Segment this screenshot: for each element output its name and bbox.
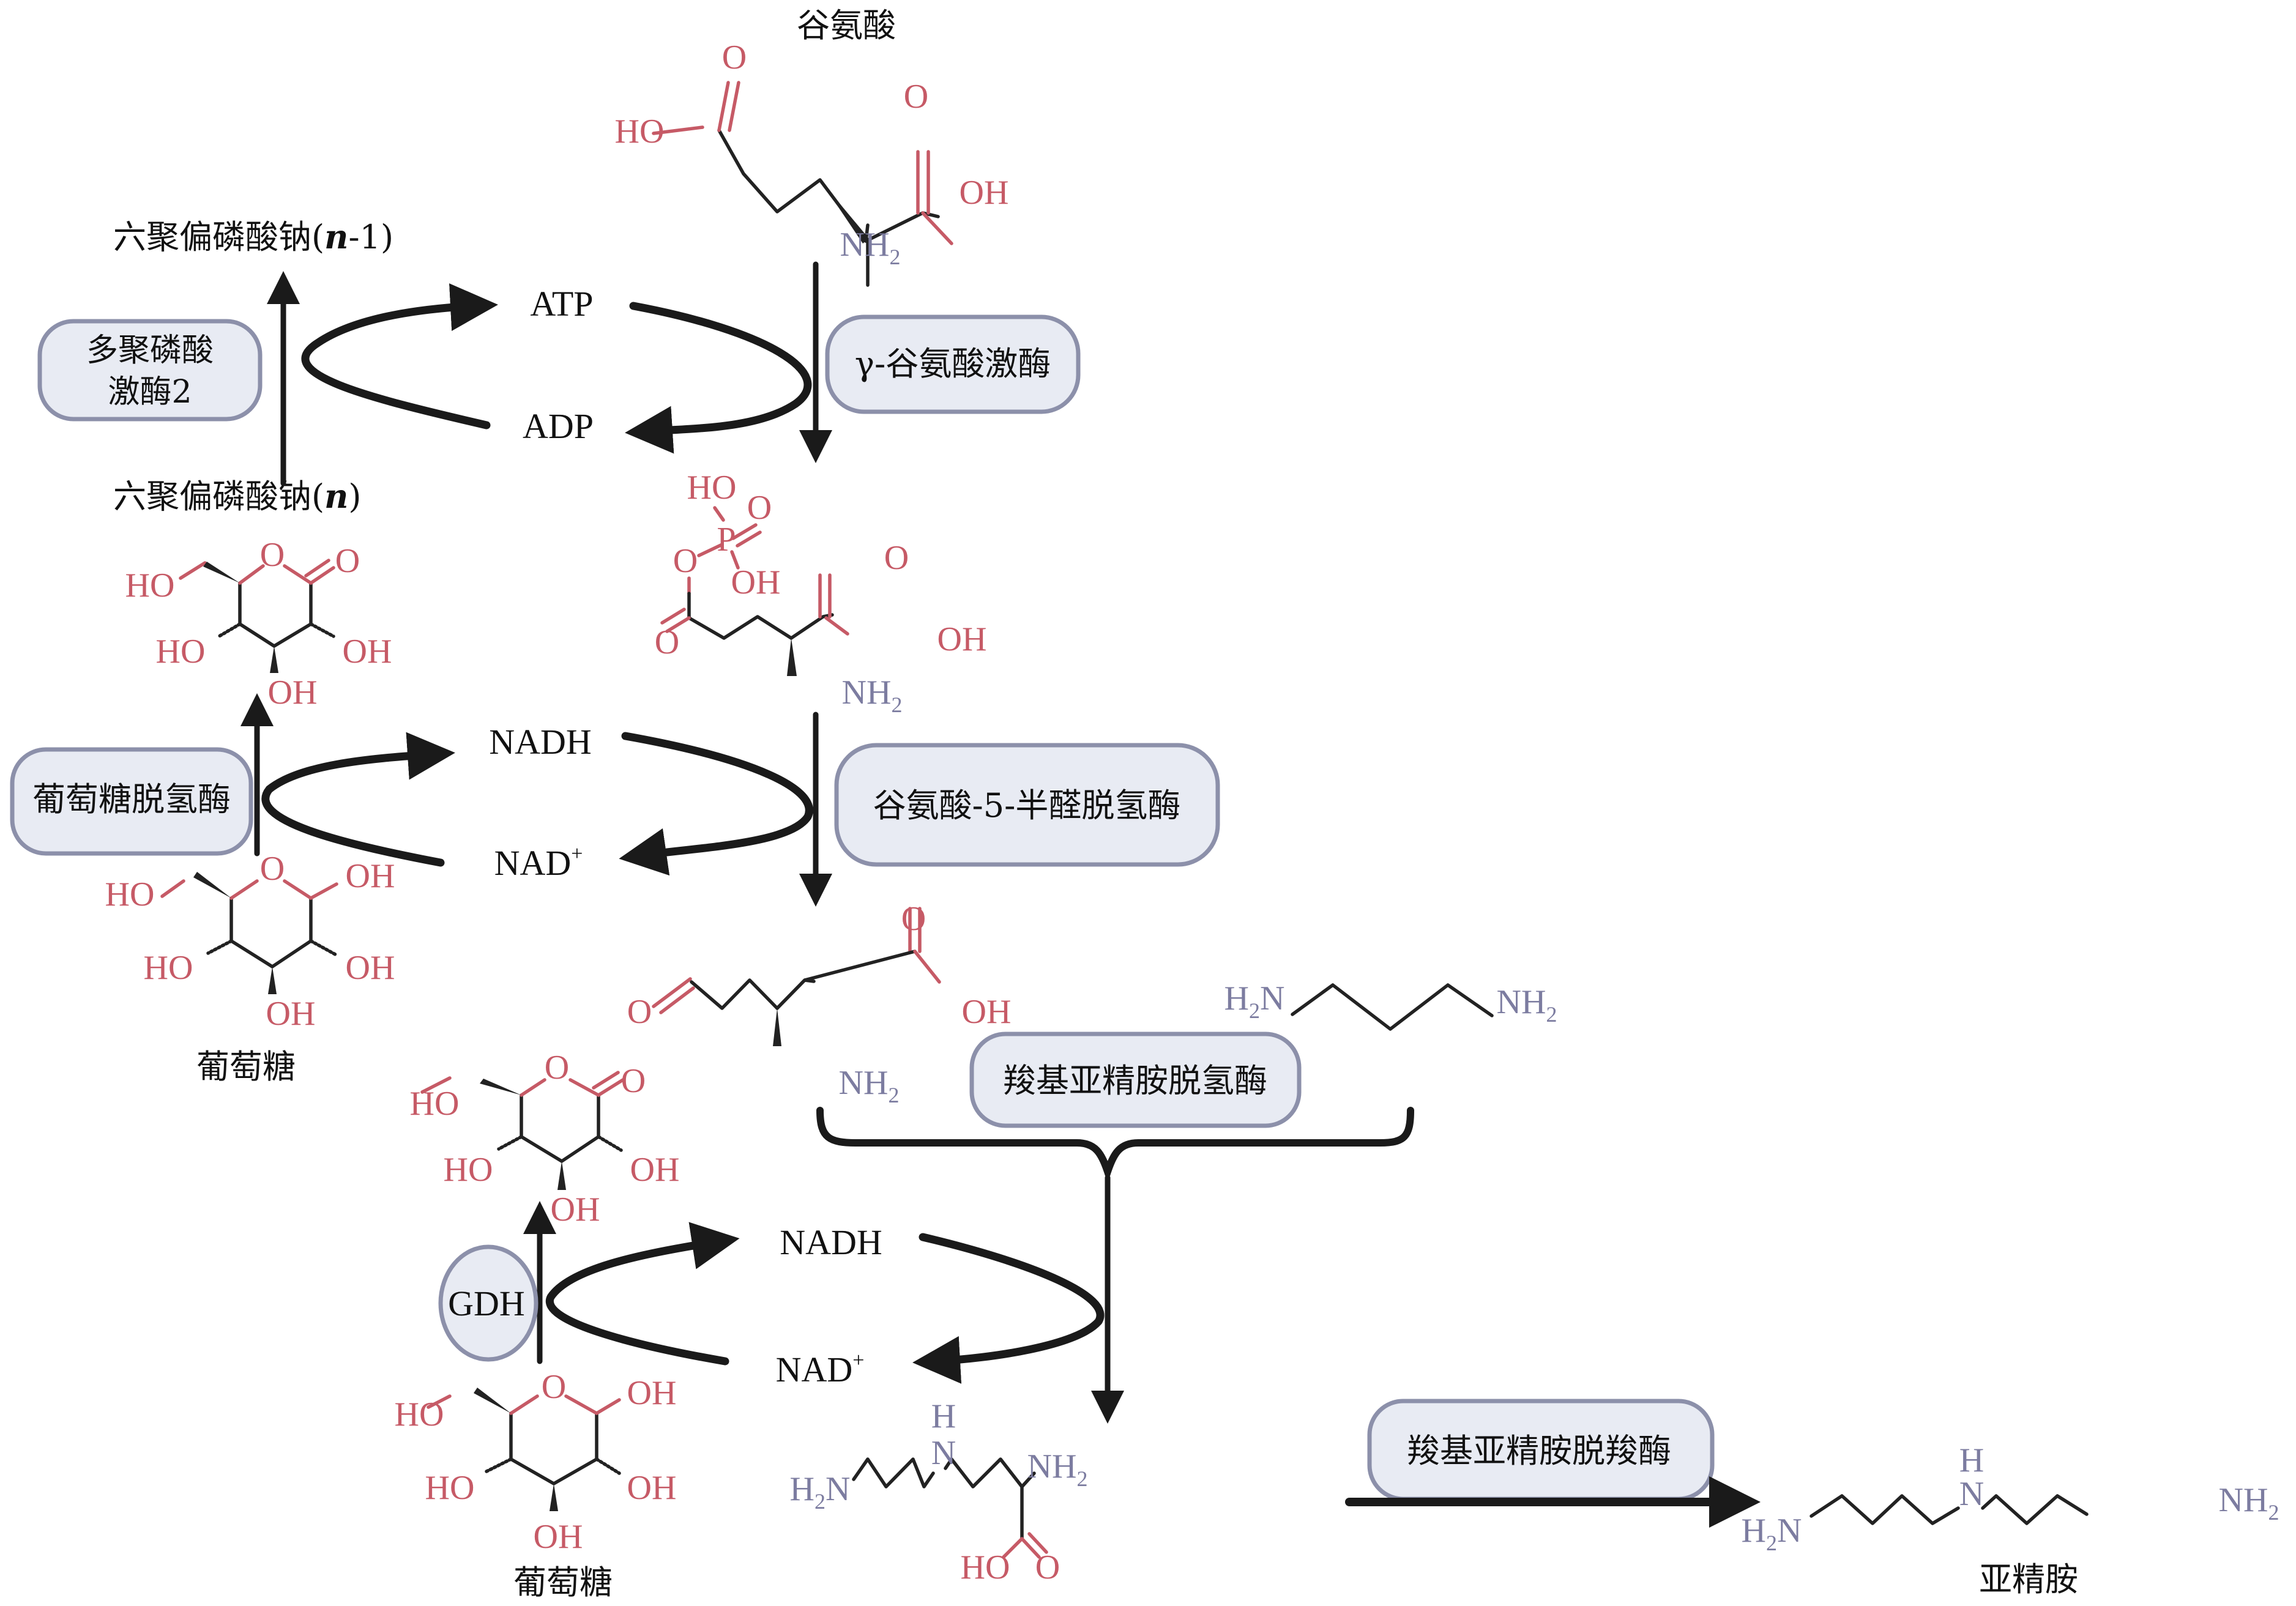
atp-consumption-arrow: [625, 302, 812, 454]
polyphosphate-n-minus-1-label: 六聚偏磷酸钠(n-1): [113, 217, 393, 256]
enzyme-label: 谷氨酸-5-半醛脱氢酶: [873, 786, 1181, 825]
carboxyspermidine-structure: H2N H N NH2 HO O: [790, 1397, 1088, 1586]
atom-label: HO: [410, 1085, 460, 1123]
adp-label: ADP: [523, 406, 594, 446]
enzyme-polyphosphate-kinase-2[interactable]: 多聚磷酸 激酶2: [37, 319, 263, 422]
atom-label: OH: [346, 949, 395, 987]
atom-label: O: [901, 900, 926, 938]
nadh-oxidation-arrow-1: [619, 732, 813, 876]
atom-label: OH: [731, 563, 781, 601]
atom-label: NH2: [1027, 1448, 1088, 1491]
atom-label: N: [931, 1434, 956, 1472]
atom-label: HO: [961, 1548, 1010, 1586]
atom-label: OH: [534, 1518, 583, 1556]
enzyme-label: 羧基亚精胺脱氢酶: [1003, 1061, 1267, 1100]
nadh-label-2: NADH: [780, 1222, 882, 1262]
glucose-structure-1: O OH HO HO OH OH: [105, 850, 395, 1033]
atom-label: N: [1959, 1475, 1984, 1513]
atom-label: O: [655, 623, 679, 661]
atom-label: O: [884, 539, 909, 577]
enzyme-carboxyspermidine-dehydrogenase[interactable]: 羧基亚精胺脱氢酶: [969, 1032, 1302, 1128]
glutamate-structure: O HO O OH NH2: [615, 39, 1009, 287]
atom-label: H2N: [1224, 980, 1285, 1023]
atom-label: HO: [687, 469, 737, 507]
atom-label: O: [722, 39, 747, 76]
atom-label: OH: [627, 1469, 677, 1507]
glucose-structure-2: O OH HO HO OH OH: [395, 1368, 677, 1556]
atom-label: O: [545, 1049, 569, 1087]
glucose-label-2: 葡萄糖: [513, 1563, 613, 1602]
atom-label: HO: [125, 567, 175, 604]
glutamate-label: 谷氨酸: [797, 6, 896, 45]
enzyme-glutamate-5-semialdehyde-dehydrogenase[interactable]: 谷氨酸-5-半醛脱氢酶: [834, 743, 1220, 867]
atom-label: O: [747, 489, 772, 527]
gamma-glutamyl-phosphate-structure: HO O P O OH O O OH NH2: [655, 469, 987, 717]
atom-label: OH: [630, 1151, 680, 1189]
atom-label: NH2: [2219, 1481, 2279, 1525]
atom-label: HO: [105, 875, 155, 913]
nadh-oxidation-arrow-2: [912, 1233, 1105, 1384]
atom-label: H: [931, 1397, 956, 1435]
atom-label: OH: [962, 993, 1012, 1031]
diaminopropane-structure: H2N NH2: [1224, 980, 1557, 1031]
atom-label: H2N: [790, 1470, 851, 1514]
enzyme-gdh[interactable]: GDH: [438, 1244, 539, 1362]
atom-label: O: [1035, 1548, 1060, 1586]
atom-label: OH: [266, 995, 316, 1033]
enzyme-label: 多聚磷酸: [86, 332, 214, 369]
atom-label: NH2: [1497, 983, 1557, 1027]
atom-label: NH2: [842, 674, 903, 717]
atom-label: OH: [960, 174, 1009, 212]
atom-label: OH: [551, 1191, 600, 1229]
atom-label: O: [627, 993, 652, 1031]
nad-label-1: NAD+: [494, 842, 583, 883]
glucose-label-1: 葡萄糖: [196, 1047, 296, 1086]
atom-label: O: [260, 850, 285, 888]
atom-label: HO: [425, 1469, 475, 1507]
nadh-label-1: NADH: [489, 722, 592, 762]
atom-label: OH: [937, 620, 987, 658]
atom-label: HO: [444, 1151, 493, 1189]
atom-label: HO: [156, 633, 206, 671]
atom-label: OH: [343, 633, 392, 671]
gluconolactone-structure-2: O O HO HO OH OH: [410, 1049, 680, 1229]
enzyme-label: 葡萄糖脱氢酶: [32, 780, 231, 819]
atp-label: ATP: [530, 284, 593, 324]
atom-label: O: [542, 1368, 566, 1406]
atom-label: HO: [615, 113, 665, 151]
atom-label: O: [260, 536, 285, 574]
atom-label: O: [335, 542, 360, 580]
nad-reduction-arrow-1: [261, 732, 455, 867]
polyphosphate-n-label: 六聚偏磷酸钠(n): [113, 477, 361, 516]
spermidine-label: 亚精胺: [1979, 1560, 2078, 1599]
atom-label: OH: [627, 1374, 677, 1412]
atom-label: O: [673, 542, 698, 580]
nad-label-2: NAD+: [776, 1349, 865, 1389]
nad-reduction-arrow-2: [545, 1222, 740, 1366]
spermidine-structure: H2N H N NH2: [1742, 1441, 2279, 1555]
atom-label: NH2: [839, 1064, 900, 1107]
enzyme-label: 激酶2: [108, 374, 192, 411]
atp-regeneration-arrow: [301, 283, 498, 429]
enzyme-carboxyspermidine-decarboxylase[interactable]: 羧基亚精胺脱羧酶: [1367, 1399, 1715, 1501]
gluconolactone-structure-1: O O HO HO OH OH: [125, 536, 392, 712]
atom-label: HO: [395, 1396, 444, 1433]
enzyme-glucose-dehydrogenase[interactable]: 葡萄糖脱氢酶: [10, 747, 253, 856]
atom-label: NH2: [840, 226, 901, 269]
enzyme-gamma-glutamate-kinase[interactable]: γ-谷氨酸激酶: [825, 314, 1081, 414]
atom-label: H: [1959, 1441, 1984, 1479]
atom-label: P: [717, 521, 736, 559]
atom-label: O: [621, 1062, 646, 1100]
glutamate-semialdehyde-structure: O O OH NH2: [627, 900, 1012, 1107]
atom-label: O: [904, 78, 928, 116]
merge-brace: [816, 1107, 1414, 1183]
atom-label: HO: [144, 949, 193, 987]
atom-label: OH: [268, 674, 318, 712]
atom-label: H2N: [1742, 1512, 1802, 1555]
atom-label: OH: [346, 857, 395, 895]
enzyme-label: GDH: [448, 1284, 525, 1323]
enzyme-label: γ-谷氨酸激酶: [855, 344, 1051, 383]
enzyme-label: 羧基亚精胺脱羧酶: [1407, 1432, 1671, 1470]
